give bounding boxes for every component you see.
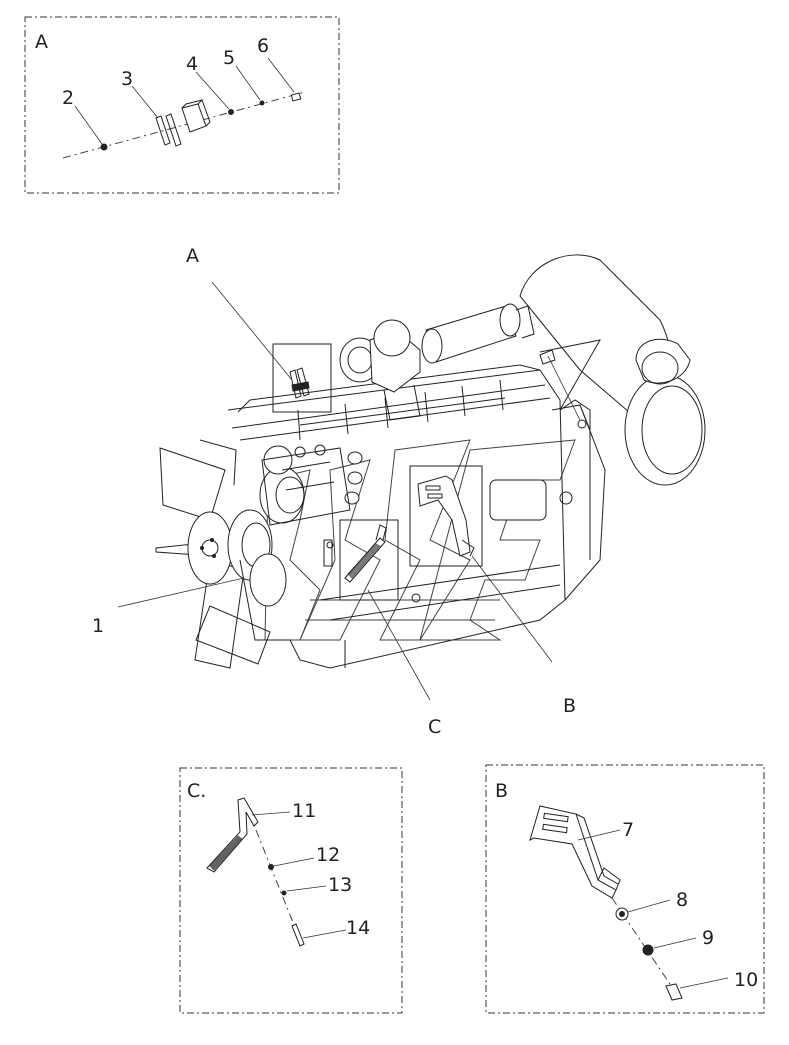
detail-c-panel: C. 11 12 13 14 <box>179 767 403 1014</box>
callout-5: 5 <box>223 47 235 69</box>
callout-10: 10 <box>734 969 758 991</box>
part-10-bolt <box>665 983 683 1001</box>
part-3-clip <box>155 113 182 147</box>
callout-1: 1 <box>92 615 104 637</box>
engine-block <box>227 364 606 669</box>
part-11-bracket <box>206 797 259 873</box>
detail-a-panel: A 2 3 4 5 6 <box>24 16 340 194</box>
fan <box>155 439 271 669</box>
part-5-washer <box>259 100 265 106</box>
part-4-washer <box>228 109 234 115</box>
part-9-washer <box>642 944 654 956</box>
watermark-logo <box>264 439 576 641</box>
detail-b-panel: B 7 8 9 10 <box>485 764 765 1014</box>
callout-c-main: C <box>428 716 441 738</box>
callout-12: 12 <box>316 844 340 866</box>
callout-11: 11 <box>292 800 316 822</box>
callout-7: 7 <box>622 819 634 841</box>
detail-b-title: B <box>495 780 508 802</box>
clamp-block <box>181 99 211 133</box>
callout-6: 6 <box>257 35 269 57</box>
air-cleaner <box>519 254 706 486</box>
callout-13: 13 <box>328 874 352 896</box>
part-2-washer <box>100 143 108 151</box>
callout-b-main: B <box>563 695 576 717</box>
callout-9: 9 <box>702 927 714 949</box>
part-7-bracket <box>529 805 621 899</box>
part-14-bolt <box>291 923 305 947</box>
part-13-washer <box>281 890 287 896</box>
callout-3: 3 <box>121 68 133 90</box>
inset-b-location <box>409 465 483 567</box>
callout-8: 8 <box>676 889 688 911</box>
pulleys <box>227 445 305 607</box>
part-6-nut <box>290 92 302 102</box>
inset-c-location <box>339 519 399 601</box>
callout-14: 14 <box>346 917 370 939</box>
callout-2: 2 <box>62 87 74 109</box>
callout-4: 4 <box>186 53 198 75</box>
part-12-washer <box>268 864 274 870</box>
detail-a-title: A <box>35 31 48 53</box>
detail-c-title: C. <box>187 780 206 802</box>
inset-a-location <box>272 343 332 413</box>
engine-assembly-view: A 1 C B <box>92 245 706 738</box>
turbocharger <box>339 303 535 421</box>
callout-a-main: A <box>186 245 199 267</box>
